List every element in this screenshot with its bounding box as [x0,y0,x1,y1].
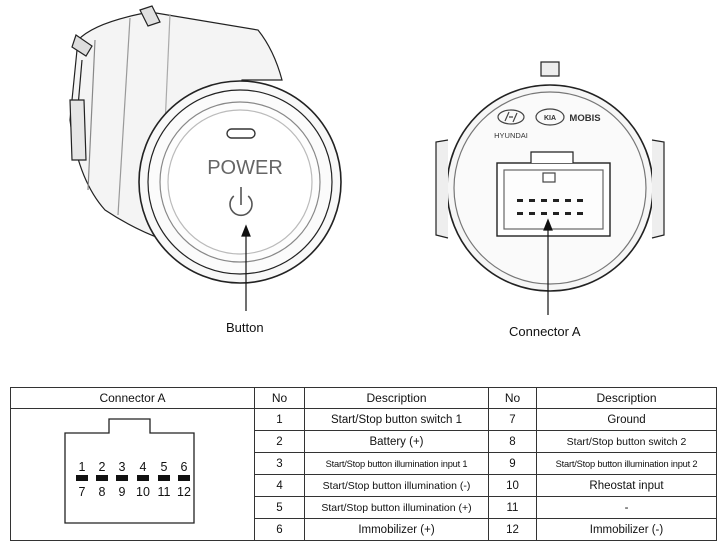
pin-no: 12 [488,518,537,541]
pin-description: Start/Stop button illumination (+) [304,496,489,519]
table-header-row: Connector A No Description No Descriptio… [10,387,717,409]
pin-no: 2 [254,430,305,453]
pin-label: 6 [180,460,187,474]
mobis-logo-text: MOBIS [569,113,600,124]
pin-label: 5 [160,460,167,474]
connector-pin-cavities [517,199,583,215]
header-no-right: No [488,387,537,409]
table-row: 1 2 3 4 5 6 7 8 9 10 11 12 [10,408,717,541]
pin-description: Start/Stop button switch 2 [536,430,717,453]
pin-description: Ground [536,408,717,431]
pin-label: 7 [78,485,85,499]
pin-label: 3 [118,460,125,474]
pin-label: 8 [98,485,105,499]
header-connector: Connector A [10,387,255,409]
pin-description: Rheostat input [536,474,717,497]
pin-label: 12 [177,485,191,499]
hyundai-logo-icon [497,109,525,125]
kia-logo-icon [535,108,565,126]
header-no-left: No [254,387,305,409]
pin-label: 11 [157,485,170,499]
pin-label: 2 [98,460,105,474]
pin-no: 4 [254,474,305,497]
brand-logos [497,108,565,126]
connector-callout-arrow [543,218,553,315]
button-callout-arrow [241,224,251,311]
pin-no: 6 [254,518,305,541]
pin-no: 5 [254,496,305,519]
pin-no: 7 [488,408,537,431]
header-description-right: Description [536,387,717,409]
pin-description: Start/Stop button switch 1 [304,408,489,431]
header-description-left: Description [304,387,489,409]
connector-face-svg: 1 2 3 4 5 6 7 8 9 10 11 12 [63,418,195,524]
component-illustration: POWER HYUNDAI KIA MOBIS [69,5,665,315]
pin-description: Start/Stop button illumination input 1 [304,452,489,475]
pin-description: Start/Stop button illumination input 2 [536,452,717,475]
table-row: 2 Battery (+) 8 Start/Stop button switch… [11,430,717,453]
power-button-drawing [69,5,342,284]
connector-face-diagram: 1 2 3 4 5 6 7 8 9 10 11 12 [10,408,255,541]
connector-callout-label: Connector A [509,324,581,339]
pin-description: Start/Stop button illumination (-) [304,474,489,497]
connector-drawing [435,61,665,292]
pin-label: 9 [118,485,125,499]
pin-no: 8 [488,430,537,453]
power-label: POWER [207,157,283,179]
table-row: 6 Immobilizer (+) 12 Immobilizer (-) [11,518,717,541]
table-row: 5 Start/Stop button illumination (+) 11 … [11,496,717,519]
pin-no: 10 [488,474,537,497]
pin-description: - [536,496,717,519]
pin-no: 11 [488,496,537,519]
pin-markers [75,475,190,481]
kia-logo-text: KIA [544,115,556,122]
pin-description: Immobilizer (+) [304,518,489,541]
pin-description: Battery (+) [304,430,489,453]
pin-no: 9 [488,452,537,475]
pin-label: 4 [139,460,146,474]
pin-no: 3 [254,452,305,475]
pin-description: Immobilizer (-) [536,518,717,541]
hyundai-logo-text: HYUNDAI [494,131,528,140]
pin-no: 1 [254,408,305,431]
connector-pinout-table: Connector A No Description No Descriptio… [10,387,717,541]
pin-label: 1 [78,460,85,474]
pin-label: 10 [136,485,150,499]
button-callout-label: Button [226,320,264,335]
